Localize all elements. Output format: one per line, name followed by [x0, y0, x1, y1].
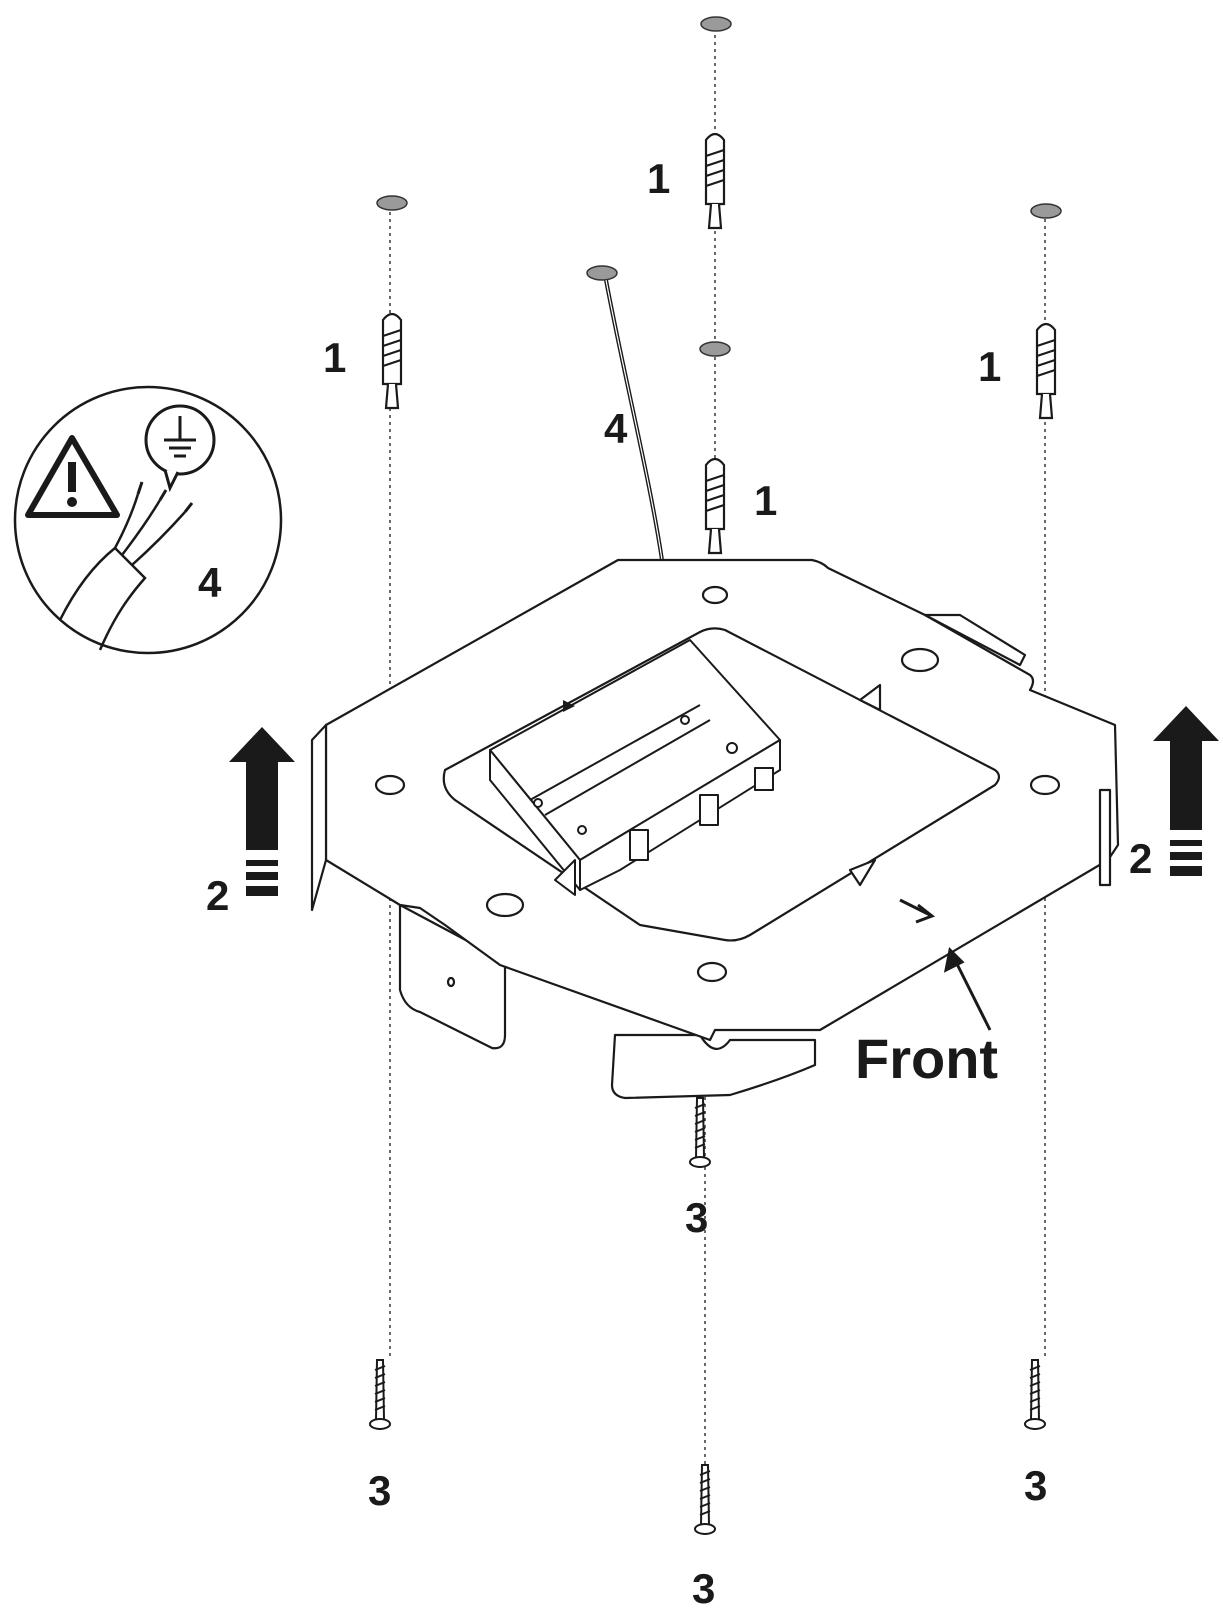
warning-triangle-icon	[25, 435, 120, 518]
earth-ground-icon	[144, 404, 216, 493]
callout-anchor: 1	[323, 334, 347, 381]
front-pointer	[943, 946, 992, 1031]
callout-ground-wire: 4	[604, 405, 628, 452]
callout-anchor: 1	[647, 155, 671, 202]
callout-screw: 3	[368, 1467, 392, 1514]
mounting-plate	[310, 558, 1120, 1100]
callout-screw: 3	[685, 1194, 709, 1241]
callout-screw: 3	[1024, 1462, 1048, 1509]
wall-anchor-icon	[381, 132, 1057, 555]
up-arrow-icon	[229, 727, 295, 896]
callout-screw: 3	[692, 1565, 716, 1612]
ground-warning-inset	[13, 385, 283, 655]
direction-arrow-icon	[899, 898, 936, 924]
cable-bracket	[489, 639, 781, 896]
callout-lift: 2	[1129, 835, 1153, 882]
screw-icon	[369, 1097, 1046, 1535]
mark-triangle-icon	[563, 700, 575, 712]
ceiling-holes	[376, 16, 1062, 357]
callout-anchor: 1	[978, 343, 1002, 390]
up-arrow-icon	[1153, 706, 1219, 876]
callout-lift: 2	[206, 872, 230, 919]
callout-anchor: 1	[754, 477, 778, 524]
front-label: Front	[855, 1027, 999, 1090]
callout-ground-wire: 4	[198, 559, 222, 606]
cable-icon	[58, 481, 194, 651]
